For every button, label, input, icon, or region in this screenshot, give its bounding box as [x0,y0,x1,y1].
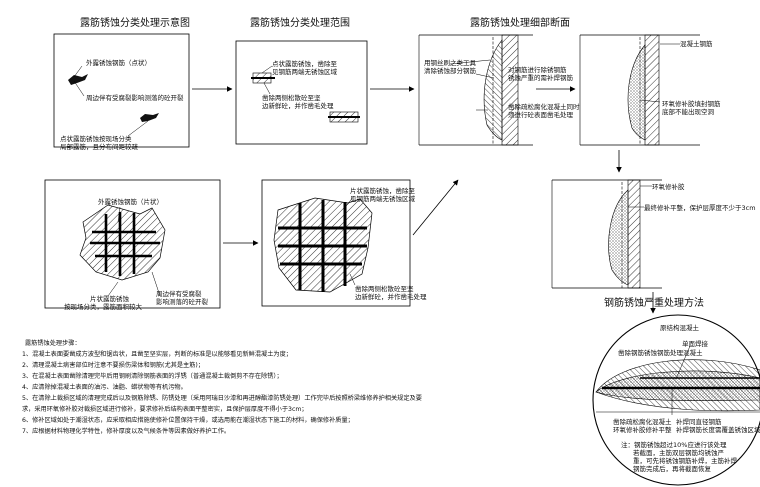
circle-note-4: 钢筋完成后，再将截面恢复 [633,465,711,473]
notes-item: 1、混凝土表面要凿成方波型和锯齿状，且凿至坚实层，判断的标准是以能够看见新鲜混凝… [22,351,292,358]
box7-label-b: 最终修补平整，保护层厚度不少于3cm [644,204,756,212]
box2-label-b1: 凿除两侧松散砼至坚 [262,94,321,102]
box4-label-b1: 环氧修补胶填封钢筋 [662,100,721,108]
notes-item: 7、应根据材料物理化学特性，修补厚度以及气候条件等因素做好养护工作。 [22,428,231,435]
flow-arrows [192,86,656,314]
notes-item: 4、应清除掉混凝土表面的油污、油脂、蜡状物等有机污物。 [22,384,187,391]
circle-label-top: 原结构混凝土 [660,324,699,332]
circle-label-b: 单面焊接 [682,340,708,348]
title-diagram1: 露筋锈蚀分类处理示意图 [80,18,190,29]
box3-label-b1: 对钢筋进行除锈钢筋 [508,66,567,74]
box-sheet-treatment-range [261,179,411,307]
box-final-repair [551,179,662,289]
box3-label-c1: 凿除疏松腐化混凝土同时 [508,103,580,111]
circle-note-2: 若截面，主筋双层钢筋均锈蚀严 [633,449,724,457]
box4-label-b2: 底部不能出现空洞 [662,108,714,116]
circle-label-d2: 补焊钢筋长度需覆盖锈蚀区域 [676,426,760,434]
box5-label-c2: 影响测落的砼开裂 [156,298,208,306]
box2-label-a2: 见钢筋两端无锈蚀区域 [272,68,337,76]
box2-label-a1: 点状露筋锈蚀，凿除至 [272,60,337,68]
box-sheet-corrosion [44,179,221,309]
box2-label-b2: 边新鲜砼，并作凿毛处理 [262,102,334,110]
notes-item: 3、在混凝土表面凿除清理完毕后用钢刷清除钢筋表面的浮锈（普通混凝土裁倒剪不存在除… [22,373,283,380]
box1-label-a: 外露锈蚀钢筋（点状） [86,59,151,67]
box3-label-c2: 须进行砼表面凿毛处理 [508,111,573,119]
box3-label-a1: 用钢丝刷之类工具 [424,59,476,67]
box6-label-a1: 片状露筋锈蚀，凿除至 [350,187,415,195]
box1-label-c1: 点状露筋锈蚀按现场分类 [60,135,132,143]
circle-detail [592,314,760,486]
box3-label-b2: 锈蚀严重的需补焊钢筋 [508,74,573,82]
title-diagram4: 钢筋锈蚀严重处理方法 [604,298,704,309]
notes-item: 5、在清除上裁损区域的清理完成后以及钢筋除锈、防锈处理（采用阿瑞日沙漆和再进醇酯… [22,395,422,402]
notes-heading: 露筋锈蚀处理步骤： [25,340,81,347]
title-diagram2: 露筋锈蚀分类处理范围 [250,18,350,29]
box3-label-a2: 清除锈蚀部分钢筋 [424,67,476,75]
box6-label-b2: 边新鲜砼，并作凿毛处理 [355,293,427,301]
notes-item: 2、清理混凝土病害部位时注意不要损伤梁体和钢筋(尤其是主筋)； [22,362,205,369]
title-diagram3: 露筋锈蚀处理细部断面 [470,18,570,29]
box5-label-c1: 周边伴有受腐裂 [156,290,202,298]
box-detail-section [418,34,533,146]
circle-note-1: 注：钢筋锈蚀超过10%应进行该处理 [621,441,727,449]
notes-item: 6、修补区域如处于潮湿状态，应采取相应措施使修补位置保持干燥，或选用能在潮湿状态… [22,417,354,424]
box5-label-b2: 按现场分类，露筋面积较大 [64,303,142,311]
box-epoxy-fill [579,34,700,146]
box5-label-b1: 片状露筋锈蚀 [90,295,129,303]
circle-label-d1: 补焊同直径钢筋 [676,418,722,426]
circle-note-3: 重，可先将锈蚀钢筋补焊，主筋补焊 [633,457,737,465]
box1-label-b: 周边伴有受腐裂影响测落的砼开裂 [86,94,184,102]
notes-item: 求，采用环氧修补胶对裁损区域进行修补，要求修补后结构表面平整密实，且保护层厚度不… [22,406,308,413]
box-point-treatment-range [235,40,368,145]
box5-label-a: 外露锈蚀钢筋（片状） [98,198,163,206]
box7-label-a: 环氧修补胶 [652,183,685,191]
box6-label-b1: 凿除两侧松散砼至坚 [355,285,414,293]
box6-label-a2: 见钢筋两端无锈蚀区域 [350,195,415,203]
circle-label-a: 凿除钢筋锈蚀钢筋处理混凝土 [618,349,703,357]
circle-label-c1: 凿除疏松腐化混凝土 [613,418,672,426]
circle-label-c2: 环氧修补胶修补平整 [613,426,672,434]
box-point-corrosion [53,33,190,148]
box1-label-c2: 局部露筋，且分布间距较疏 [60,143,138,151]
box4-label-a: 混凝土钢筋 [680,40,713,48]
